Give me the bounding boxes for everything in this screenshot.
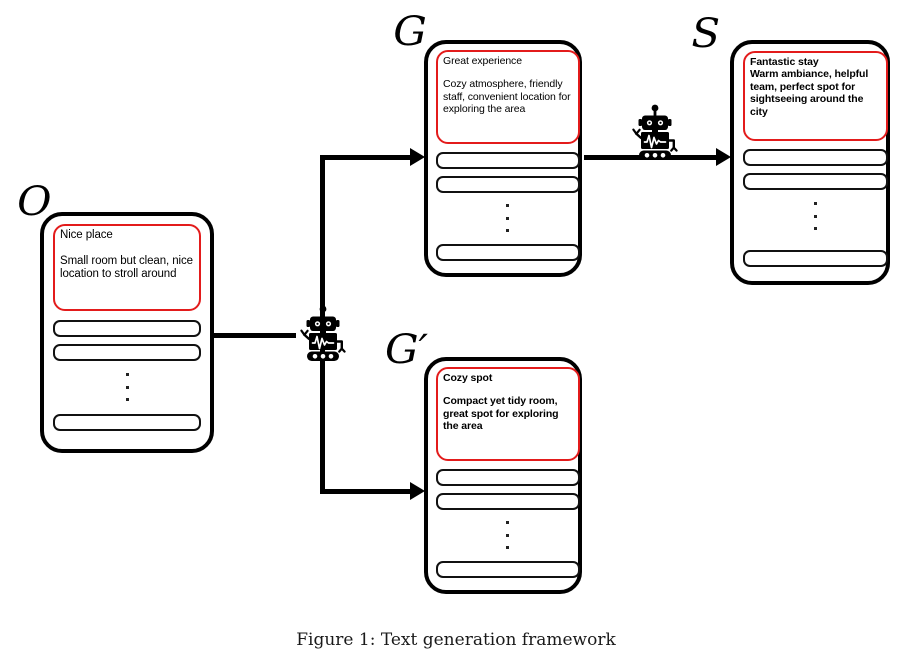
connector-generator-to-generated-prime (320, 489, 412, 494)
ellipsis-dot (813, 227, 817, 230)
panel-generated[interactable]: Great experience Cozy atmosphere, friend… (424, 40, 582, 277)
ellipsis-dot (505, 533, 509, 537)
original-review-body: Small room but clean, nice location to s… (60, 254, 193, 281)
ellipsis-dot (813, 214, 817, 218)
connector-generator-to-generated (320, 155, 412, 160)
generator-robot-icon[interactable] (296, 305, 350, 363)
summary-review-title: Fantastic stay (750, 56, 819, 68)
ellipsis-dot (505, 229, 509, 232)
figure-caption: Figure 1: Text generation framework (296, 630, 616, 650)
generated-row-3[interactable] (436, 244, 580, 261)
summary-review-card[interactable]: Fantastic stay Warm ambiance, helpful te… (743, 51, 888, 141)
generated-row-2[interactable] (436, 176, 580, 193)
generated-prime-row-1[interactable] (436, 469, 580, 486)
arrowhead-generated (410, 148, 425, 166)
ellipsis-dot (505, 521, 509, 524)
panel-original[interactable]: Nice place Small room but clean, nice lo… (40, 212, 214, 453)
connector-original-to-generator (214, 333, 296, 338)
summary-review-body: Warm ambiance, helpful team, perfect spo… (750, 68, 869, 118)
set-label-summary: S (691, 11, 721, 57)
ellipsis-dot (125, 398, 129, 401)
generated-review-body: Cozy atmosphere, friendly staff, conveni… (443, 78, 571, 116)
original-row-2[interactable] (53, 344, 201, 361)
ellipsis-dot (505, 204, 509, 207)
generated-prime-ellipsis (500, 521, 514, 549)
panel-summary[interactable]: Fantastic stay Warm ambiance, helpful te… (730, 40, 890, 285)
summary-row-3[interactable] (743, 250, 888, 267)
set-label-generated: G (393, 9, 427, 55)
generated-prime-review-card[interactable]: Cozy spot Compact yet tidy room, great s… (436, 367, 580, 461)
generated-row-1[interactable] (436, 152, 580, 169)
generated-ellipsis (500, 204, 514, 232)
generated-review-title: Great experience (443, 55, 522, 67)
generated-prime-row-2[interactable] (436, 493, 580, 510)
set-label-original: O (17, 179, 52, 225)
generated-prime-review-body: Compact yet tidy room, great spot for ex… (443, 395, 559, 433)
original-row-1[interactable] (53, 320, 201, 337)
ellipsis-dot (813, 202, 817, 205)
generated-prime-review-title: Cozy spot (443, 372, 493, 384)
arrowhead-generated-prime (410, 482, 425, 500)
ellipsis-dot (505, 216, 509, 220)
panel-generated-prime[interactable]: Cozy spot Compact yet tidy room, great s… (424, 357, 582, 594)
generated-prime-row-3[interactable] (436, 561, 580, 578)
original-review-title: Nice place (60, 229, 113, 241)
arrowhead-summary (716, 148, 731, 166)
ellipsis-dot (505, 546, 509, 549)
original-review-card[interactable]: Nice place Small room but clean, nice lo… (53, 224, 201, 311)
summary-row-1[interactable] (743, 149, 888, 166)
summary-row-2[interactable] (743, 173, 888, 190)
generated-review-card[interactable]: Great experience Cozy atmosphere, friend… (436, 50, 580, 144)
ellipsis-dot (125, 385, 129, 389)
ellipsis-dot (125, 373, 129, 376)
original-row-3[interactable] (53, 414, 201, 431)
set-label-generated-prime: G′ (384, 327, 429, 373)
original-ellipsis (120, 373, 134, 401)
summary-ellipsis (808, 202, 822, 230)
summarizer-robot-icon[interactable] (628, 104, 682, 162)
